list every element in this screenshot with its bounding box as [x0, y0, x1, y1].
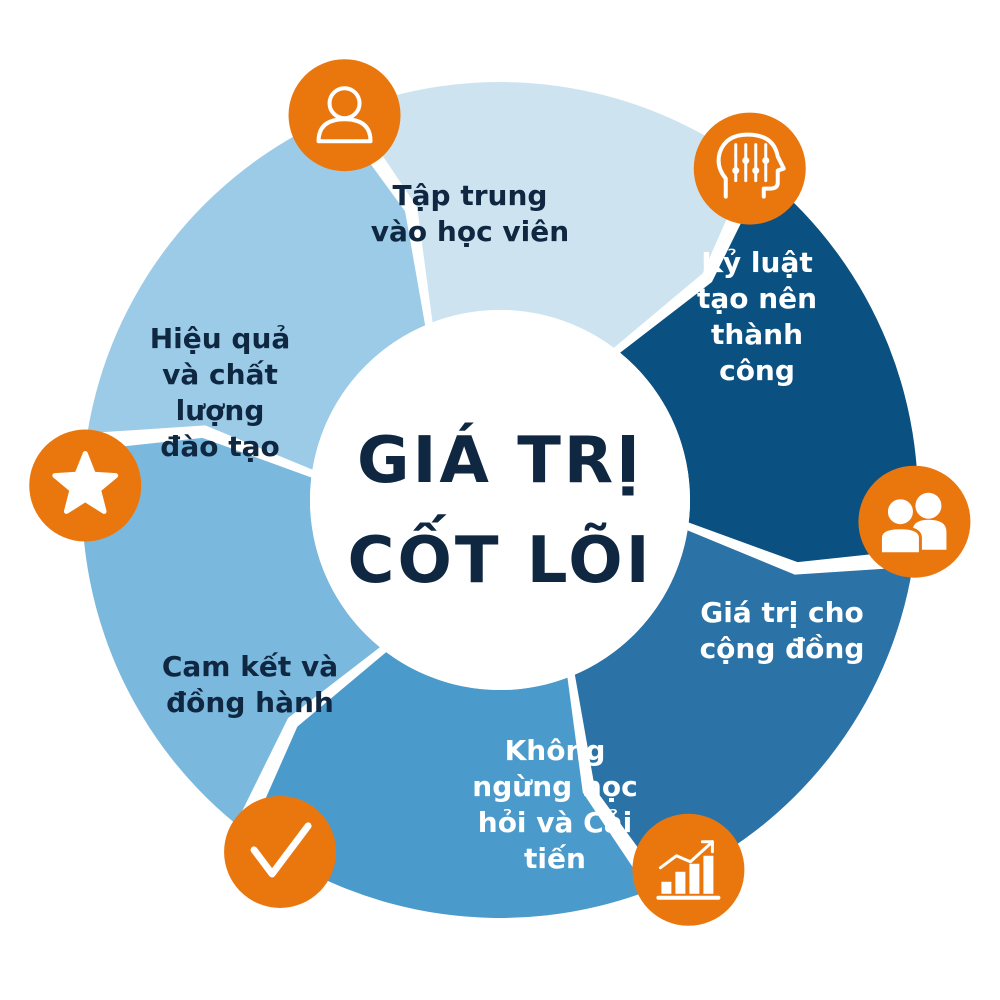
- segment-label-line: hỏi và Cải: [478, 806, 632, 839]
- user-icon: [288, 59, 401, 172]
- segment-cam-ket: [81, 437, 380, 824]
- segment-label-line: tiến: [524, 842, 586, 875]
- center-circle: [310, 310, 690, 690]
- segment-khong-ngung: [249, 652, 649, 919]
- brain-circuit-icon: [693, 112, 806, 225]
- icons-layer: [29, 59, 971, 926]
- segment-label-line: lượng: [176, 394, 265, 427]
- segment-label-line: và chất: [162, 358, 278, 391]
- segment-label-line: Giá trị cho: [700, 596, 864, 629]
- checkmark-icon: [224, 795, 337, 908]
- brain-circuit-icon-part: [716, 132, 786, 199]
- segment-tap-trung: [351, 82, 751, 348]
- group-icon-part: [884, 496, 916, 528]
- segment-label-line: ngừng học: [472, 770, 637, 803]
- growth-chart-icon-part: [658, 840, 714, 870]
- center-title-line2: CỐT LÕI: [347, 514, 652, 598]
- segment-label-line: Cam kết và: [162, 650, 338, 683]
- brain-circuit-icon-part: [742, 157, 750, 165]
- growth-chart-icon-part: [703, 855, 714, 894]
- segment-label-line: thành: [711, 318, 803, 351]
- segments-layer: [81, 82, 918, 919]
- brain-circuit-icon-part: [732, 167, 740, 175]
- segment-label-line: tạo nên: [697, 282, 817, 315]
- growth-chart-icon-part: [689, 863, 700, 894]
- growth-chart-icon: [632, 813, 745, 926]
- checkmark-icon-part: [250, 822, 312, 878]
- brain-circuit-icon-part: [762, 157, 770, 165]
- growth-chart-icon-part: [661, 881, 672, 894]
- icon-badge: [224, 795, 337, 908]
- segment-label-line: đào tạo: [160, 430, 279, 463]
- segment-label-line: Không: [505, 734, 606, 767]
- group-icon-part: [878, 526, 922, 556]
- icon-badge: [632, 813, 745, 926]
- growth-chart-icon-part: [675, 871, 686, 894]
- segment-label-line: Kỷ luật: [701, 246, 813, 279]
- segment-label-line: cộng đồng: [700, 632, 865, 665]
- star-icon-part: [52, 451, 119, 514]
- segment-ky-luat: [620, 176, 918, 563]
- segment-label-line: đồng hành: [166, 686, 334, 719]
- segment-label-line: Hiệu quả: [150, 322, 291, 355]
- group-icon-part: [915, 492, 942, 519]
- icon-badge: [858, 465, 971, 578]
- segment-gia-tri: [574, 530, 913, 885]
- segment-label-line: Tập trung: [393, 179, 548, 212]
- center-title-line1: GIÁ TRỊ: [357, 422, 643, 498]
- icon-badge: [693, 112, 806, 225]
- icon-badge: [288, 59, 401, 172]
- brain-circuit-icon-part: [752, 167, 760, 175]
- growth-chart-icon-part: [700, 840, 714, 854]
- segment-hieu-qua: [87, 115, 426, 470]
- star-icon: [29, 429, 142, 542]
- segment-label-line: vào học viên: [371, 215, 569, 248]
- group-icon: [858, 465, 971, 578]
- segment-label-line: công: [719, 354, 795, 387]
- user-icon-part: [316, 117, 373, 144]
